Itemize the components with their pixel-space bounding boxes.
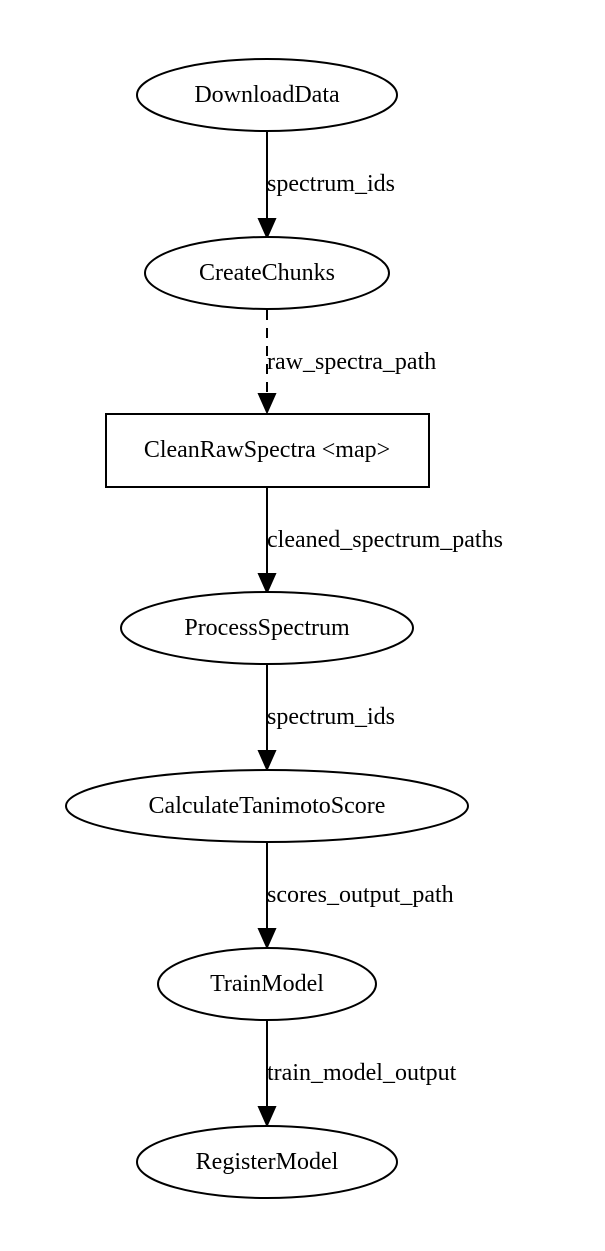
arrowhead: [257, 393, 277, 415]
edge-label: scores_output_path: [267, 882, 454, 908]
arrowhead: [257, 1106, 277, 1128]
node-label: CalculateTanimotoScore: [149, 793, 386, 819]
node-train-model: TrainModel: [157, 947, 377, 1021]
node-label: CreateChunks: [199, 260, 335, 286]
node-shape-box: [105, 413, 430, 488]
edge-download-to-chunks: spectrum_ids: [257, 131, 395, 240]
edge-clean-to-process: cleaned_spectrum_paths: [257, 488, 503, 595]
node-shape-ellipse: [144, 236, 390, 310]
node-label: ProcessSpectrum: [184, 615, 350, 641]
node-shape-ellipse: [65, 769, 469, 843]
node-label: TrainModel: [210, 971, 324, 997]
arrowhead: [257, 750, 277, 772]
edge-label: spectrum_ids: [267, 704, 395, 730]
edge-label: raw_spectra_path: [267, 349, 436, 375]
node-label: CleanRawSpectra <map>: [144, 437, 390, 463]
node-shape-ellipse: [157, 947, 377, 1021]
node-create-chunks: CreateChunks: [144, 236, 390, 310]
edge-label: spectrum_ids: [267, 171, 395, 197]
arrowhead: [257, 928, 277, 950]
arrowhead: [257, 573, 277, 595]
node-shape-ellipse: [120, 591, 414, 665]
node-shape-ellipse: [136, 1125, 398, 1199]
edge-tanimoto-to-train: scores_output_path: [257, 843, 454, 950]
node-register-model: RegisterModel: [136, 1125, 398, 1199]
node-process-spectrum: ProcessSpectrum: [120, 591, 414, 665]
edge-label: cleaned_spectrum_paths: [267, 527, 503, 553]
node-shape-ellipse: [136, 58, 398, 132]
node-calculate-tanimoto-score: CalculateTanimotoScore: [65, 769, 469, 843]
node-label: DownloadData: [194, 82, 340, 108]
edge-train-to-register: train_model_output: [257, 1021, 457, 1128]
node-clean-raw-spectra: CleanRawSpectra <map>: [105, 413, 430, 488]
edge-chunks-to-clean: raw_spectra_path: [257, 310, 436, 415]
node-download-data: DownloadData: [136, 58, 398, 132]
edge-label: train_model_output: [267, 1060, 457, 1086]
node-label: RegisterModel: [196, 1149, 339, 1175]
edge-process-to-tanimoto: spectrum_ids: [257, 665, 395, 772]
arrowhead: [257, 218, 277, 240]
